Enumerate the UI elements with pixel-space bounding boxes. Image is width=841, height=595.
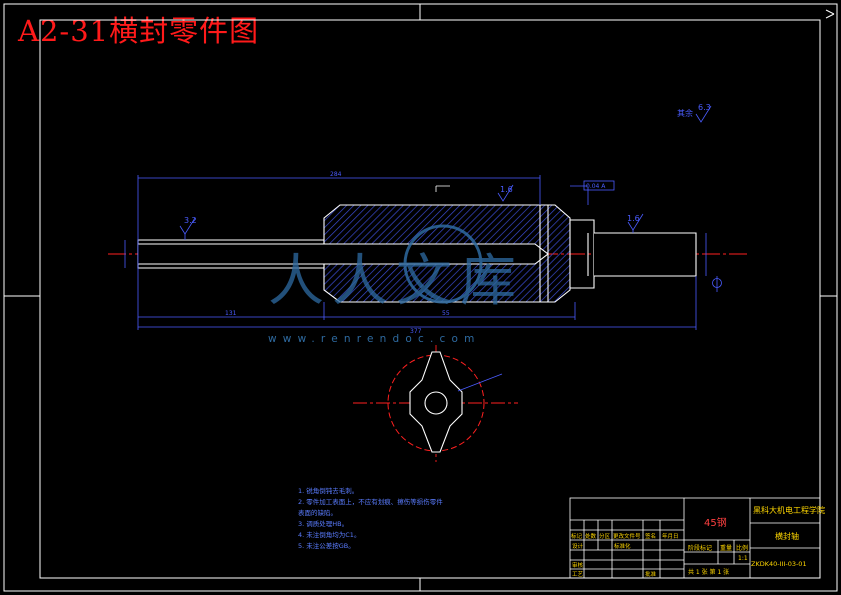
dim-overall: 284: [330, 171, 342, 178]
stage-label: 阶段标记: [688, 545, 713, 552]
finish-general-value: 6.3: [698, 103, 711, 112]
zone-ticks: [4, 4, 837, 591]
rev-col-5: 签名: [645, 534, 657, 540]
dimension-texts: 284 131 55 377 0.04 A: [225, 171, 606, 335]
watermark-logo-text: 人人文库: [268, 249, 524, 314]
tolerance-frame-text: 0.04 A: [586, 183, 606, 190]
designer-label: 设计: [572, 544, 584, 550]
material-label: 45钢: [704, 518, 727, 529]
note-2-cont: 表面的缺陷。: [298, 509, 337, 517]
standard-label: 标准化: [614, 544, 631, 550]
rev-col-6: 年月日: [662, 534, 679, 540]
finish-right: 1.6: [627, 214, 640, 223]
note-4: 4. 未注倒角均为C1。: [298, 531, 361, 539]
dimension-lines: [124, 105, 722, 330]
school-name: 黑科大机电工程学院: [753, 506, 825, 515]
shaft-main-view: [137, 204, 697, 303]
note-2: 2. 零件加工表面上，不应有划痕、擦伤等损伤零件: [298, 498, 443, 506]
dim-bottom-mid: 55: [442, 310, 450, 317]
surface-finish-texts: 3.2 1.6 1.6 其余 6.3: [184, 103, 711, 225]
dim-bottom-total: 377: [410, 328, 422, 335]
note-5: 5. 未注公差按GB。: [298, 542, 355, 550]
finish-mid: 1.6: [500, 185, 513, 194]
rev-col-3: 分区: [599, 534, 611, 540]
part-name: 横封轴: [775, 532, 799, 541]
finish-left: 3.2: [184, 216, 197, 225]
rev-col-4: 更改文件号: [613, 534, 641, 540]
title-block: [569, 497, 821, 579]
note-1: 1. 锐角倒钝去毛刺。: [298, 487, 359, 495]
section-bore: [424, 391, 448, 415]
rev-col-2: 处数: [585, 534, 597, 540]
inner-frame: [39, 19, 821, 579]
scale-label: 比例: [736, 545, 749, 552]
section-view: [353, 345, 518, 462]
scale-value: 1:1: [738, 555, 748, 562]
review-label: 审核: [572, 563, 584, 569]
finish-general-note: 其余: [677, 108, 693, 118]
process-label: 工艺: [572, 572, 584, 578]
technical-notes: 1. 锐角倒钝去毛刺。 2. 零件加工表面上，不应有划痕、擦伤等损伤零件 表面的…: [298, 486, 443, 552]
rev-col-1: 标记: [571, 534, 583, 540]
sheet-info: 共 1 张 第 1 张: [688, 569, 730, 576]
approve-label: 批准: [645, 572, 657, 578]
note-3: 3. 调质处理HB。: [298, 520, 349, 528]
drawing-number: ZKDK40-III-03-01: [751, 560, 807, 568]
weight-label: 重量: [720, 545, 733, 552]
dim-bottom-left: 131: [225, 310, 237, 317]
watermark-logo: 人人文库: [268, 224, 524, 314]
watermark-url: www.renrendoc.com: [268, 333, 481, 345]
